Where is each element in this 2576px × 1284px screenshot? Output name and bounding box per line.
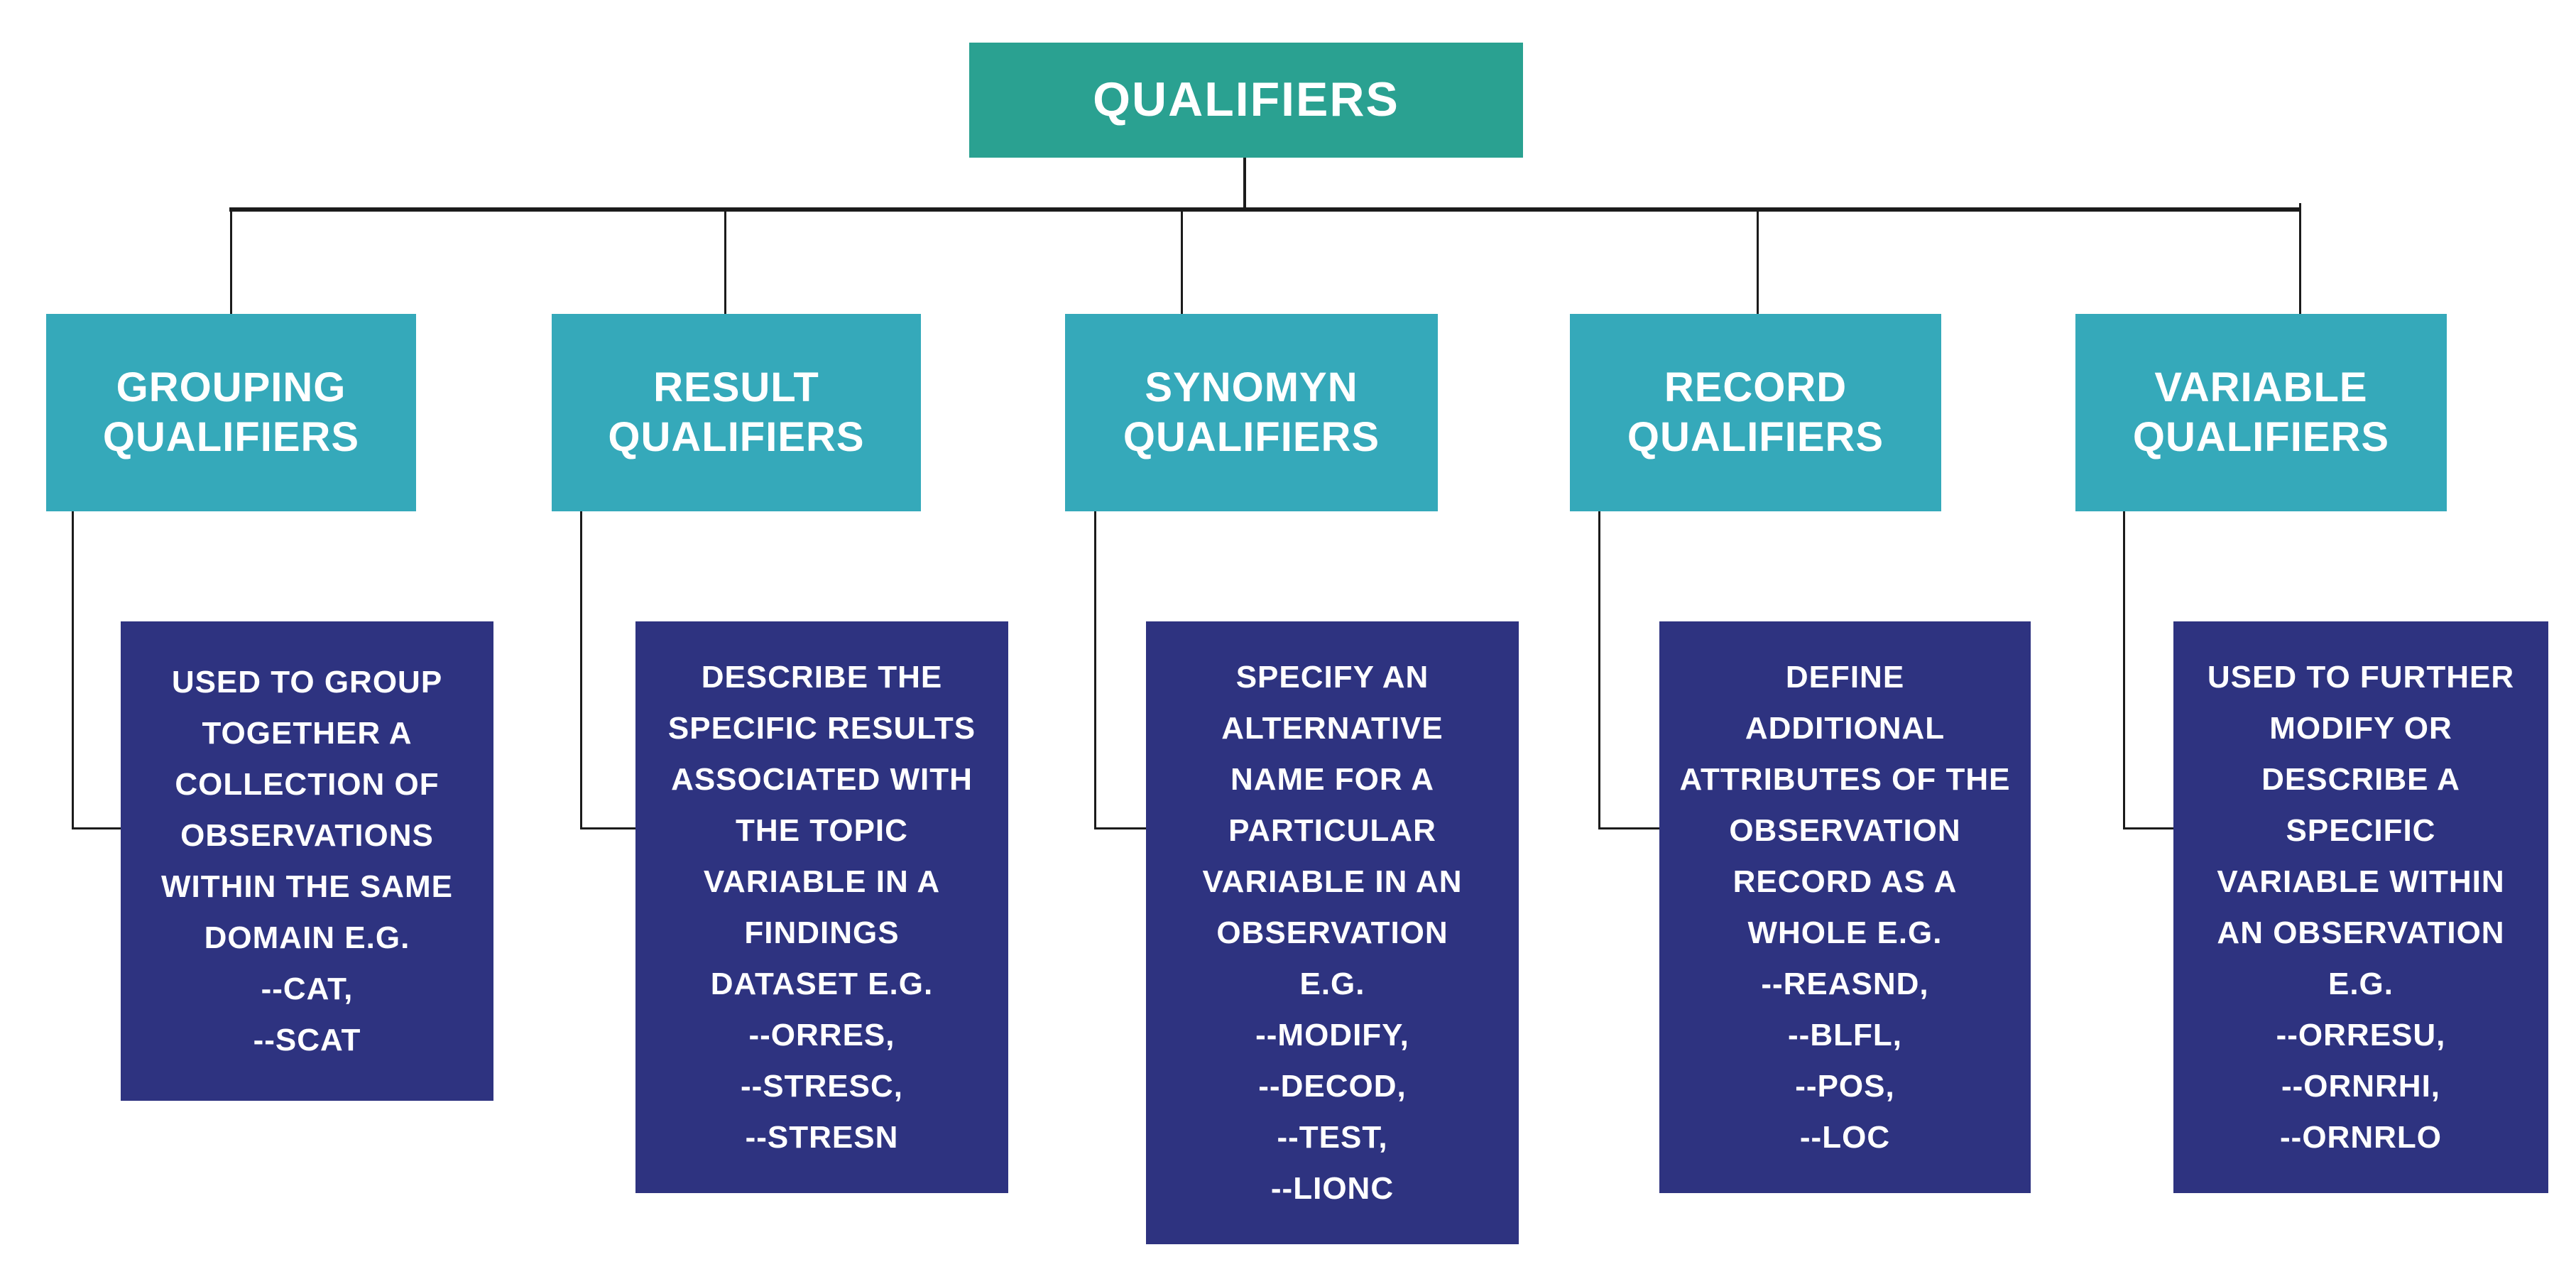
branch-label-grouping: GROUPING QUALIFIERS [102, 364, 360, 460]
connector-main-rail [229, 207, 2301, 212]
description-text-result: DESCRIBE THE SPECIFIC RESULTS ASSOCIATED… [667, 659, 976, 1155]
branch-label-variable: VARIABLE QUALIFIERS [2132, 364, 2390, 460]
connector-drop-result [724, 207, 726, 316]
connector-elbow-horizontal-result [580, 827, 638, 829]
branch-box-synomyn: SYNOMYN QUALIFIERS [1065, 314, 1438, 511]
connector-drop-variable [2299, 203, 2301, 316]
connector-elbow-vertical-result [580, 510, 582, 829]
connector-root-drop [1243, 156, 1246, 210]
connector-elbow-horizontal-record [1598, 827, 1661, 829]
connector-elbow-horizontal-grouping [72, 827, 123, 829]
connector-elbow-horizontal-synomyn [1094, 827, 1148, 829]
connector-elbow-vertical-synomyn [1094, 510, 1096, 829]
description-text-record: DEFINE ADDITIONAL ATTRIBUTES OF THE OBSE… [1679, 659, 2011, 1155]
branch-label-result: RESULT QUALIFIERS [608, 364, 865, 460]
connector-elbow-vertical-grouping [72, 510, 74, 829]
branch-box-record: RECORD QUALIFIERS [1570, 314, 1941, 511]
connector-elbow-vertical-record [1598, 510, 1600, 829]
description-box-synomyn: SPECIFY AN ALTERNATIVE NAME FOR A PARTIC… [1146, 621, 1519, 1244]
description-text-variable: USED TO FURTHER MODIFY OR DESCRIBE A SPE… [2207, 659, 2515, 1155]
branch-box-variable: VARIABLE QUALIFIERS [2075, 314, 2447, 511]
description-text-grouping: USED TO GROUP TOGETHER A COLLECTION OF O… [161, 664, 453, 1057]
description-box-result: DESCRIBE THE SPECIFIC RESULTS ASSOCIATED… [635, 621, 1008, 1193]
description-box-record: DEFINE ADDITIONAL ATTRIBUTES OF THE OBSE… [1659, 621, 2031, 1193]
connector-elbow-horizontal-variable [2123, 827, 2176, 829]
branch-box-grouping: GROUPING QUALIFIERS [46, 314, 416, 511]
branch-label-synomyn: SYNOMYN QUALIFIERS [1123, 364, 1380, 460]
connector-drop-grouping [230, 207, 232, 316]
root-label: QUALIFIERS [1093, 72, 1399, 127]
branch-label-record: RECORD QUALIFIERS [1627, 364, 1884, 460]
branch-box-result: RESULT QUALIFIERS [552, 314, 921, 511]
description-box-grouping: USED TO GROUP TOGETHER A COLLECTION OF O… [121, 621, 493, 1101]
description-text-synomyn: SPECIFY AN ALTERNATIVE NAME FOR A PARTIC… [1202, 659, 1463, 1206]
description-box-variable: USED TO FURTHER MODIFY OR DESCRIBE A SPE… [2173, 621, 2548, 1193]
connector-drop-record [1757, 207, 1759, 316]
root-box: QUALIFIERS [969, 43, 1523, 158]
connector-elbow-vertical-variable [2123, 510, 2125, 829]
connector-drop-synomyn [1181, 207, 1183, 316]
